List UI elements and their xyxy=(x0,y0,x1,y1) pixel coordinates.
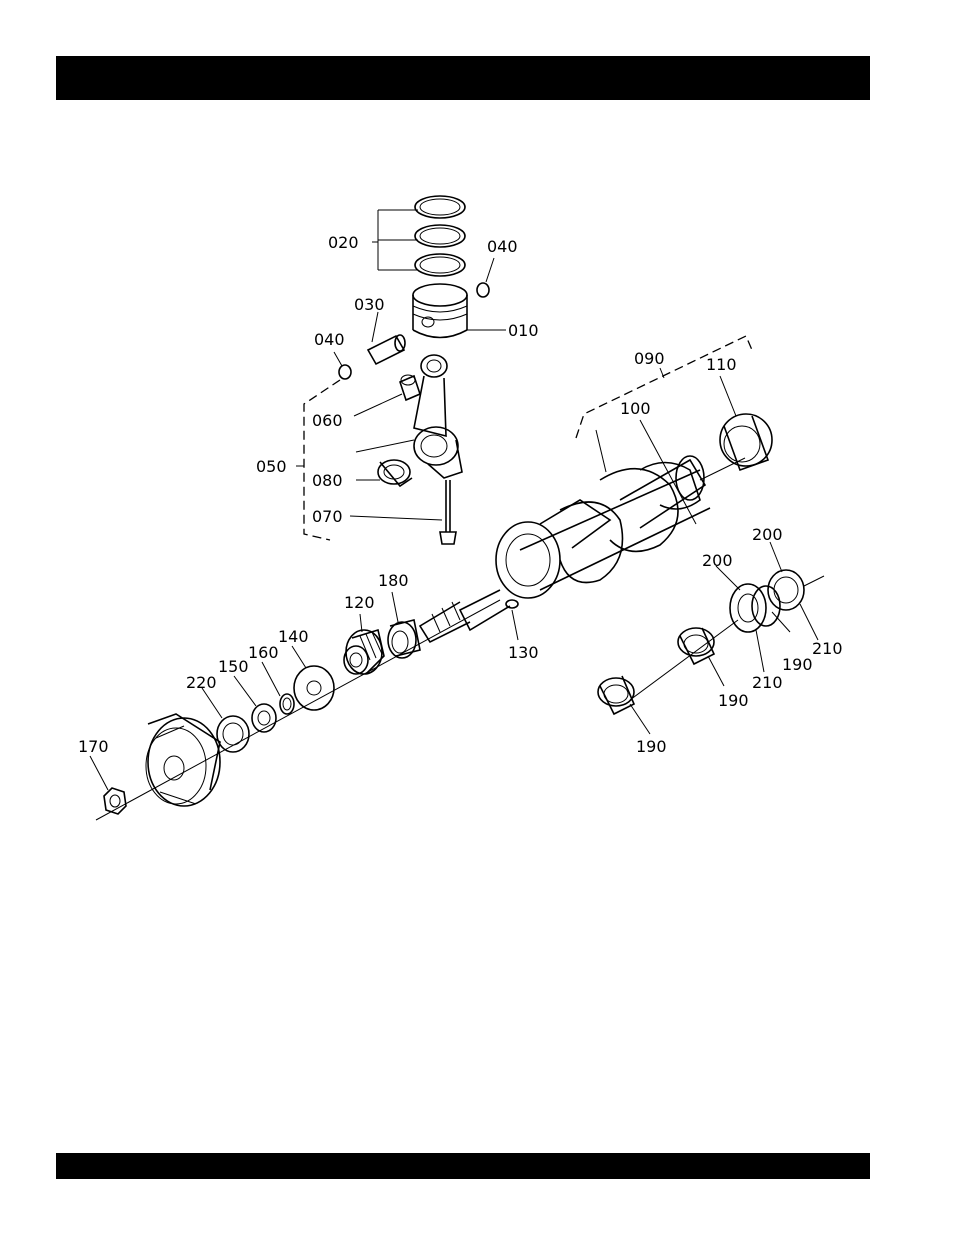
main-bearing-190-mid xyxy=(678,628,714,664)
rod-bolt xyxy=(440,480,456,544)
callout-200-mid: 200 xyxy=(702,551,733,570)
crankshaft-key xyxy=(506,600,518,608)
callout-080: 080 xyxy=(312,471,343,490)
piston xyxy=(413,284,467,338)
callout-210-mid: 210 xyxy=(752,673,783,692)
ring-bracket xyxy=(378,210,418,270)
snap-ring-right xyxy=(477,283,489,297)
crankshaft-pulley xyxy=(146,714,220,806)
callout-070: 070 xyxy=(312,507,343,526)
callout-100: 100 xyxy=(620,399,651,418)
crankshaft xyxy=(420,456,745,642)
callout-090: 090 xyxy=(634,349,665,368)
oil-seal-220 xyxy=(217,716,249,752)
callout-120: 120 xyxy=(344,593,375,612)
main-bearing-190-low xyxy=(598,676,634,714)
callout-040-right: 040 xyxy=(487,237,518,256)
callout-140: 140 xyxy=(278,627,309,646)
main-bearing-110 xyxy=(720,414,772,470)
washer-140 xyxy=(294,666,334,710)
big-end-bearing xyxy=(378,460,412,486)
leader-lines xyxy=(90,242,818,790)
callout-060: 060 xyxy=(312,411,343,430)
snap-ring-left xyxy=(339,365,351,379)
thrust-washer-200 xyxy=(768,570,824,610)
callout-200-top: 200 xyxy=(752,525,783,544)
callout-030: 030 xyxy=(354,295,385,314)
callout-020: 020 xyxy=(328,233,359,252)
callout-220: 220 xyxy=(186,673,217,692)
part-callouts: 020 040 030 010 040 060 050 080 070 090 … xyxy=(78,233,843,756)
callout-160: 160 xyxy=(248,643,279,662)
callout-190-right: 190 xyxy=(782,655,813,674)
callout-190-low: 190 xyxy=(636,737,667,756)
callout-170: 170 xyxy=(78,737,109,756)
callout-130: 130 xyxy=(508,643,539,662)
piston-rings xyxy=(415,196,465,276)
crankshaft-gear xyxy=(344,630,384,674)
callout-210-right: 210 xyxy=(812,639,843,658)
callout-110: 110 xyxy=(706,355,737,374)
connecting-rod xyxy=(414,355,462,478)
piston-pin xyxy=(368,335,405,364)
small-end-bushing xyxy=(400,375,420,400)
callout-150: 150 xyxy=(218,657,249,676)
callout-190-mid: 190 xyxy=(718,691,749,710)
callout-010: 010 xyxy=(508,321,539,340)
collar-150 xyxy=(252,704,276,732)
callout-180: 180 xyxy=(378,571,409,590)
footer-bar xyxy=(56,1153,870,1179)
o-ring-160 xyxy=(280,694,294,714)
callout-050: 050 xyxy=(256,457,287,476)
callout-040-left: 040 xyxy=(314,330,345,349)
